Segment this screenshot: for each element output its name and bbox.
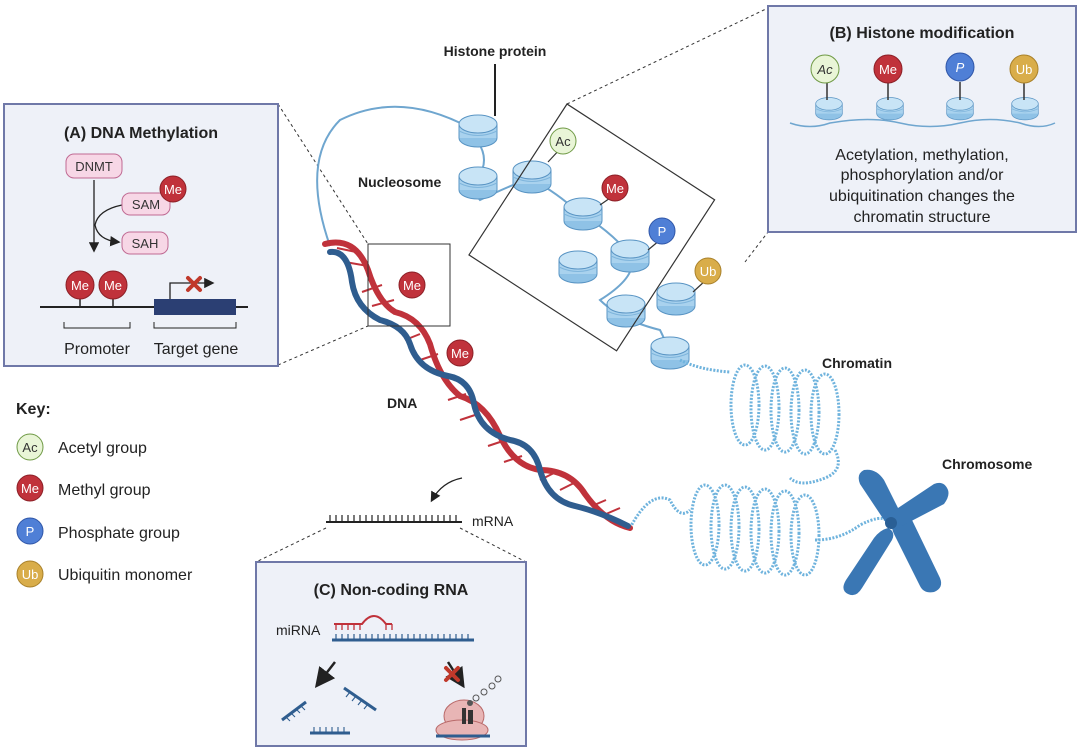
transcription-start-arrow <box>169 277 215 299</box>
panel-dna-methylation: (A) DNA Methylation DNMT SAM Me SAH Me M <box>3 103 279 367</box>
panel-c-title: (C) Non-coding RNA <box>314 582 469 599</box>
acetyl-badge-chromatin: Ac <box>549 127 577 155</box>
key-item-methyl: Me Methyl group <box>16 474 151 502</box>
phosphate-badge-chromatin: P <box>648 217 676 245</box>
target-gene-box <box>154 299 236 315</box>
methyl-badge-promoter-1: Me <box>65 270 95 300</box>
panel-histone-modification: (B) Histone modification Ac Me P <box>767 5 1077 233</box>
panel-a-title: (A) DNA Methylation <box>64 125 218 142</box>
phosphate-badge-panel-b: P <box>945 52 975 82</box>
acetyl-badge-panel-b: Ac <box>810 54 840 84</box>
svg-text:Ac: Ac <box>22 440 38 455</box>
panel-b-desc-line3: ubiquitination changes the <box>829 188 1015 205</box>
ubiquitin-badge-chromatin: Ub <box>694 257 722 285</box>
key-item-ubiquitin: Ub Ubiquitin monomer <box>16 560 193 588</box>
chromatin-fiber <box>628 358 887 577</box>
target-gene-label: Target gene <box>154 341 239 358</box>
methyl-badge-sam: Me <box>159 175 187 203</box>
promoter-label: Promoter <box>64 341 130 358</box>
dna-label: DNA <box>387 395 417 411</box>
key-label-acetyl: Acetyl group <box>58 440 147 457</box>
svg-text:Me: Me <box>104 278 122 293</box>
key-label-methyl: Methyl group <box>58 482 151 499</box>
panel-b-title: (B) Histone modification <box>830 25 1015 42</box>
histone-protein-label: Histone protein <box>444 43 547 59</box>
chromatin-label: Chromatin <box>822 355 892 371</box>
svg-text:P: P <box>26 524 35 539</box>
linker-dna-loop <box>316 105 471 247</box>
blocked-ribosome <box>435 675 502 741</box>
svg-text:Me: Me <box>21 481 39 496</box>
transcription-arrow <box>430 477 463 503</box>
nucleosome-label: Nucleosome <box>358 174 441 190</box>
degradation-arrow <box>314 661 336 688</box>
methyl-badge-dna-1: Me <box>398 271 426 299</box>
svg-text:Me: Me <box>403 278 421 293</box>
methyl-badge-dna-2: Me <box>446 339 474 367</box>
histone-zoom-box <box>468 103 716 352</box>
chromosome <box>843 469 949 596</box>
key-label-ubiquitin: Ubiquitin monomer <box>58 567 193 584</box>
dna-double-helix <box>322 239 633 531</box>
mrna-strand <box>326 515 462 523</box>
sam-molecule: SAM <box>121 192 171 216</box>
svg-text:Ub: Ub <box>1016 62 1033 77</box>
mrna-label: mRNA <box>472 513 514 529</box>
key-item-phosphate: P Phosphate group <box>16 517 180 545</box>
chromosome-label: Chromosome <box>942 456 1032 472</box>
sah-molecule: SAH <box>121 231 169 255</box>
svg-text:Ac: Ac <box>816 62 833 77</box>
target-gene-bracket <box>153 322 237 329</box>
target-mrna-strand <box>332 634 474 642</box>
key-label-phosphate: Phosphate group <box>58 525 180 542</box>
mirna-hairpin <box>334 615 393 630</box>
legend-key: Key: Ac Acetyl group Me Methyl group P P… <box>16 401 193 588</box>
svg-text:Me: Me <box>164 182 182 197</box>
blocked-x-icon <box>186 276 202 292</box>
dnmt-label: DNMT <box>75 159 113 174</box>
svg-text:Ac: Ac <box>555 134 571 149</box>
dna-zoom-box <box>367 243 451 327</box>
mirna-label: miRNA <box>276 622 321 638</box>
panel-non-coding-rna: (C) Non-coding RNA miRNA <box>255 561 527 747</box>
key-item-acetyl: Ac Acetyl group <box>16 433 147 461</box>
svg-text:Me: Me <box>606 181 624 196</box>
svg-text:P: P <box>658 224 667 239</box>
panel-b-desc-line1: Acetylation, methylation, <box>835 147 1008 164</box>
promoter-bracket <box>63 322 131 329</box>
svg-text:P: P <box>956 60 965 75</box>
svg-text:Me: Me <box>451 346 469 361</box>
blocked-x-icon-ncrna <box>444 666 460 682</box>
methyl-badge-promoter-2: Me <box>98 270 128 300</box>
panel-b-desc-line4: chromatin structure <box>854 209 991 226</box>
ubiquitin-badge-panel-b: Ub <box>1009 54 1039 84</box>
degraded-rna-ticks <box>285 691 369 733</box>
svg-text:Me: Me <box>879 62 897 77</box>
panel-b-desc-line2: phosphorylation and/or <box>841 167 1004 184</box>
key-title: Key: <box>16 401 51 418</box>
svg-text:Ub: Ub <box>22 567 39 582</box>
dnmt-enzyme: DNMT <box>65 153 123 179</box>
zoom-connector-lines <box>255 7 769 563</box>
methyl-badge-chromatin: Me <box>601 174 629 202</box>
sam-to-sah-arrow <box>94 204 123 247</box>
svg-text:Ub: Ub <box>700 264 717 279</box>
svg-text:Me: Me <box>71 278 89 293</box>
methyl-badge-panel-b: Me <box>873 54 903 84</box>
sam-label: SAM <box>132 197 160 212</box>
sah-label: SAH <box>132 236 159 251</box>
